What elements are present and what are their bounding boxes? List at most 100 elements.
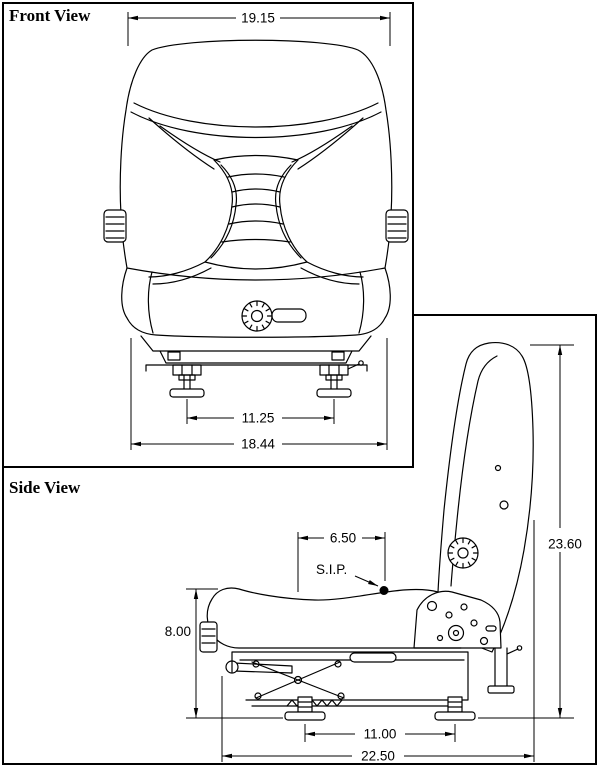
armrest-knob-right	[385, 209, 409, 243]
side-view-panel-border	[2, 314, 597, 765]
foot-bracket-lines	[181, 364, 193, 376]
pan-tab-left	[167, 351, 181, 361]
foot-pad	[434, 711, 476, 721]
pivot-circle	[252, 660, 260, 668]
sip-point	[379, 586, 389, 595]
armrest-knob-right-ribs	[387, 216, 407, 239]
grease-pin-tip	[358, 360, 364, 366]
dim-sip-setback: 6.50	[330, 531, 356, 546]
extension-lines-overall-height	[478, 344, 574, 719]
adjuster-handle	[271, 308, 307, 323]
suspension-rails	[231, 651, 469, 707]
foot-stem	[183, 374, 191, 390]
pivot-hub-center	[452, 629, 460, 637]
foot-pad	[169, 388, 205, 398]
foot-cylinder-ribs	[297, 701, 313, 708]
side-plate-bolts	[426, 600, 497, 646]
extension-lines-sip-setback	[297, 532, 386, 592]
backrest-bolt	[499, 500, 509, 510]
side-view-dimensions	[186, 344, 574, 762]
foot-bracket	[319, 364, 349, 376]
base-rail	[145, 364, 368, 372]
bolt-circle	[479, 636, 489, 646]
front-adjust-knob	[199, 621, 218, 653]
front-view-title: Front View	[9, 6, 91, 25]
foot-bracket	[172, 364, 202, 376]
headrest-seam	[130, 102, 382, 139]
grease-pin	[506, 648, 519, 655]
extension-lines-overall-width	[130, 338, 388, 450]
dim-seat-height: 8.00	[165, 624, 191, 639]
scissor-linkage	[251, 661, 345, 699]
shoulder-straps	[148, 117, 364, 170]
foot-bracket-lines	[328, 364, 340, 376]
dim-backrest-width: 19.15	[241, 11, 275, 26]
front-view-panel-border	[2, 2, 414, 468]
bolt-circle	[460, 603, 468, 611]
dim-foot-spacing-side: 11.00	[364, 727, 397, 742]
cushion-outline	[121, 267, 391, 338]
adjuster-knob-ribs	[241, 300, 273, 332]
bolt-circle	[436, 634, 444, 642]
side-plate	[413, 590, 502, 649]
grease-pin	[347, 363, 360, 370]
pivot-circle	[337, 692, 345, 700]
armrest-knob-left-ribs	[105, 216, 125, 239]
extension-lines-overall-depth	[221, 520, 535, 762]
pivot-circle	[254, 692, 262, 700]
dim-overall-height: 23.60	[548, 537, 582, 552]
mount-foot-left	[169, 364, 205, 398]
dim-foot-spacing-front: 11.25	[242, 411, 275, 426]
seat-pan	[140, 335, 372, 364]
backrest-bolt	[494, 464, 502, 472]
foot-cylinder	[447, 696, 463, 713]
cushion-seams	[147, 271, 365, 334]
dim-overall-width: 18.44	[241, 437, 275, 452]
sip-label: S.I.P.	[316, 562, 347, 577]
side-view-seat	[199, 341, 534, 721]
extension-lines-seat-height	[186, 588, 283, 719]
release-lever	[233, 662, 293, 674]
foot-pad	[316, 388, 352, 398]
grease-pin-tip	[516, 645, 523, 651]
side-view-title: Side View	[9, 478, 81, 497]
front-adjust-knob-ribs	[201, 628, 216, 644]
pivot-circle	[293, 675, 303, 685]
foot-collar	[325, 374, 343, 381]
armrest-knob-left	[103, 209, 127, 243]
lumbar-outline	[204, 154, 308, 270]
foot-cylinder	[297, 696, 313, 713]
sip-leader-arrow	[354, 575, 379, 587]
lower-straps	[148, 261, 364, 285]
rear-bracket-pad	[487, 685, 515, 694]
mount-foot-rear	[434, 696, 476, 721]
rear-bracket	[487, 645, 523, 694]
foot-pad	[284, 711, 326, 721]
pivot-circle	[334, 660, 342, 668]
rail-slot	[349, 652, 397, 663]
mount-foot-right	[316, 360, 364, 398]
lumbar-inner-seam	[210, 164, 302, 259]
mount-foot-front	[284, 696, 326, 721]
rear-bracket-stems	[494, 647, 508, 687]
lumbar-ribs	[221, 173, 291, 243]
pan-tab-right	[331, 351, 345, 361]
front-view-seat	[103, 39, 409, 398]
adjuster-knob-center	[250, 309, 264, 323]
bolt-circle	[445, 611, 453, 619]
dim-overall-depth: 22.50	[361, 749, 395, 764]
recliner-knob-center	[457, 547, 469, 559]
backrest-outline	[119, 39, 393, 281]
foot-cylinder-ribs	[447, 701, 463, 708]
bolt-circle	[426, 600, 438, 612]
serrated-track	[286, 699, 343, 707]
foot-stem	[330, 374, 338, 390]
pivot-hub	[447, 624, 465, 642]
foot-collar	[178, 374, 196, 381]
recliner-knob-ribs	[447, 537, 479, 569]
front-view-dimensions	[127, 12, 391, 450]
plate-slot	[485, 625, 497, 632]
backrest-outline	[437, 341, 534, 653]
